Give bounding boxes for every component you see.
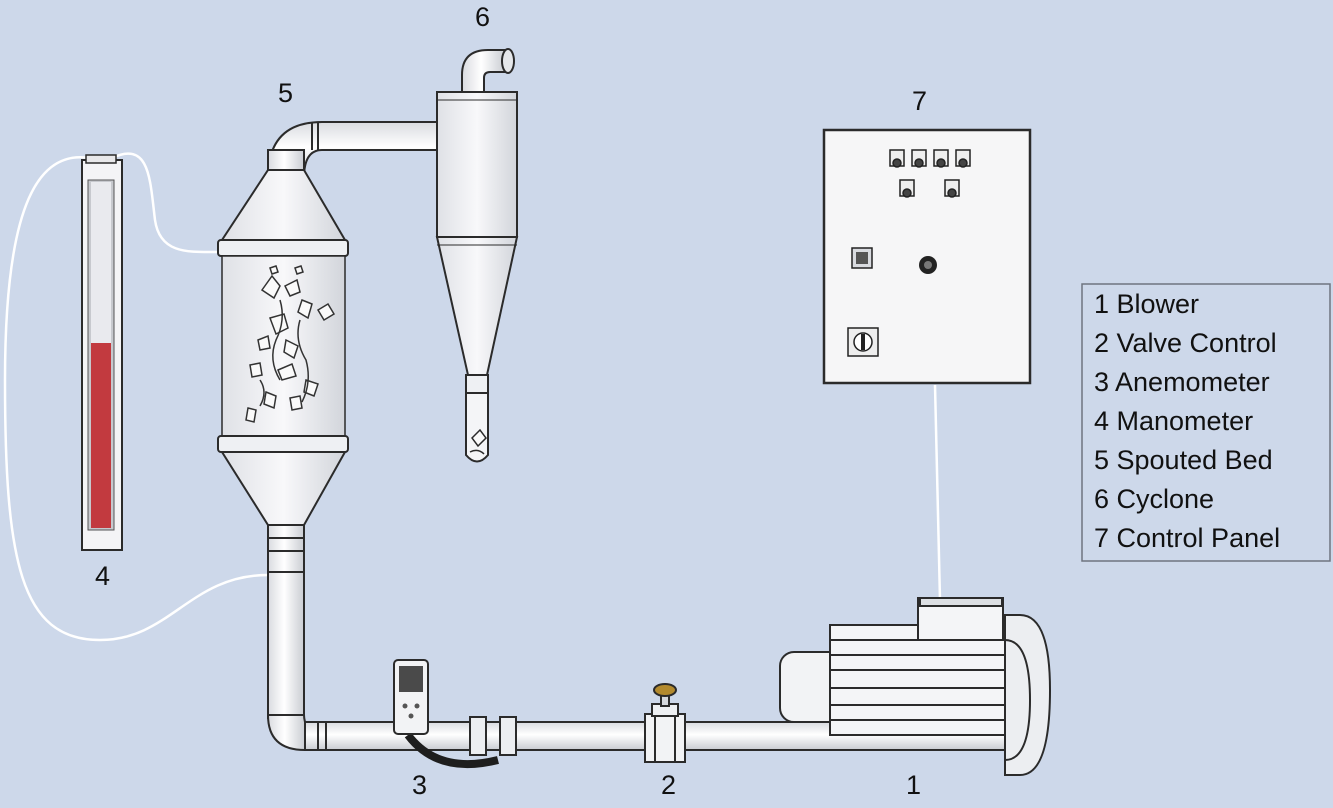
callout-blower: 1 — [906, 770, 921, 800]
callout-valve: 2 — [661, 770, 676, 800]
anemometer — [393, 659, 499, 769]
callout-control-panel: 7 — [912, 86, 927, 116]
callout-cyclone: 6 — [475, 2, 490, 32]
spouted-bed — [217, 121, 441, 526]
supply-pipe — [266, 524, 306, 752]
blower — [779, 597, 1052, 776]
bed-particles — [245, 265, 336, 423]
legend-item-cyclone: 6 Cyclone — [1094, 484, 1214, 514]
manometer — [81, 154, 123, 551]
legend-item-valve-control: 2 Valve Control — [1094, 328, 1277, 358]
panel-cable — [933, 384, 942, 601]
gate-valve — [644, 683, 686, 763]
indicator-lamps — [889, 149, 971, 198]
callout-labels: 1 2 3 4 5 6 7 — [95, 2, 927, 800]
cyclone — [435, 48, 519, 463]
legend-item-spouted-bed: 5 Spouted Bed — [1094, 445, 1273, 475]
valve-handwheel — [653, 683, 677, 697]
callout-spouted-bed: 5 — [278, 78, 293, 108]
legend-item-blower: 1 Blower — [1094, 289, 1199, 319]
legend: 1 Blower 2 Valve Control 3 Anemometer 4 … — [1081, 283, 1331, 562]
legend-item-anemometer: 3 Anemometer — [1094, 367, 1270, 397]
callout-manometer: 4 — [95, 561, 110, 591]
control-panel — [822, 128, 1032, 601]
legend-box — [1081, 283, 1331, 562]
legend-item-manometer: 4 Manometer — [1094, 406, 1253, 436]
manometer-tubing — [3, 152, 269, 642]
legend-item-control-panel: 7 Control Panel — [1094, 523, 1280, 553]
manometer-fluid — [91, 343, 111, 528]
callout-anemometer: 3 — [412, 770, 427, 800]
anemometer-display — [399, 666, 423, 692]
